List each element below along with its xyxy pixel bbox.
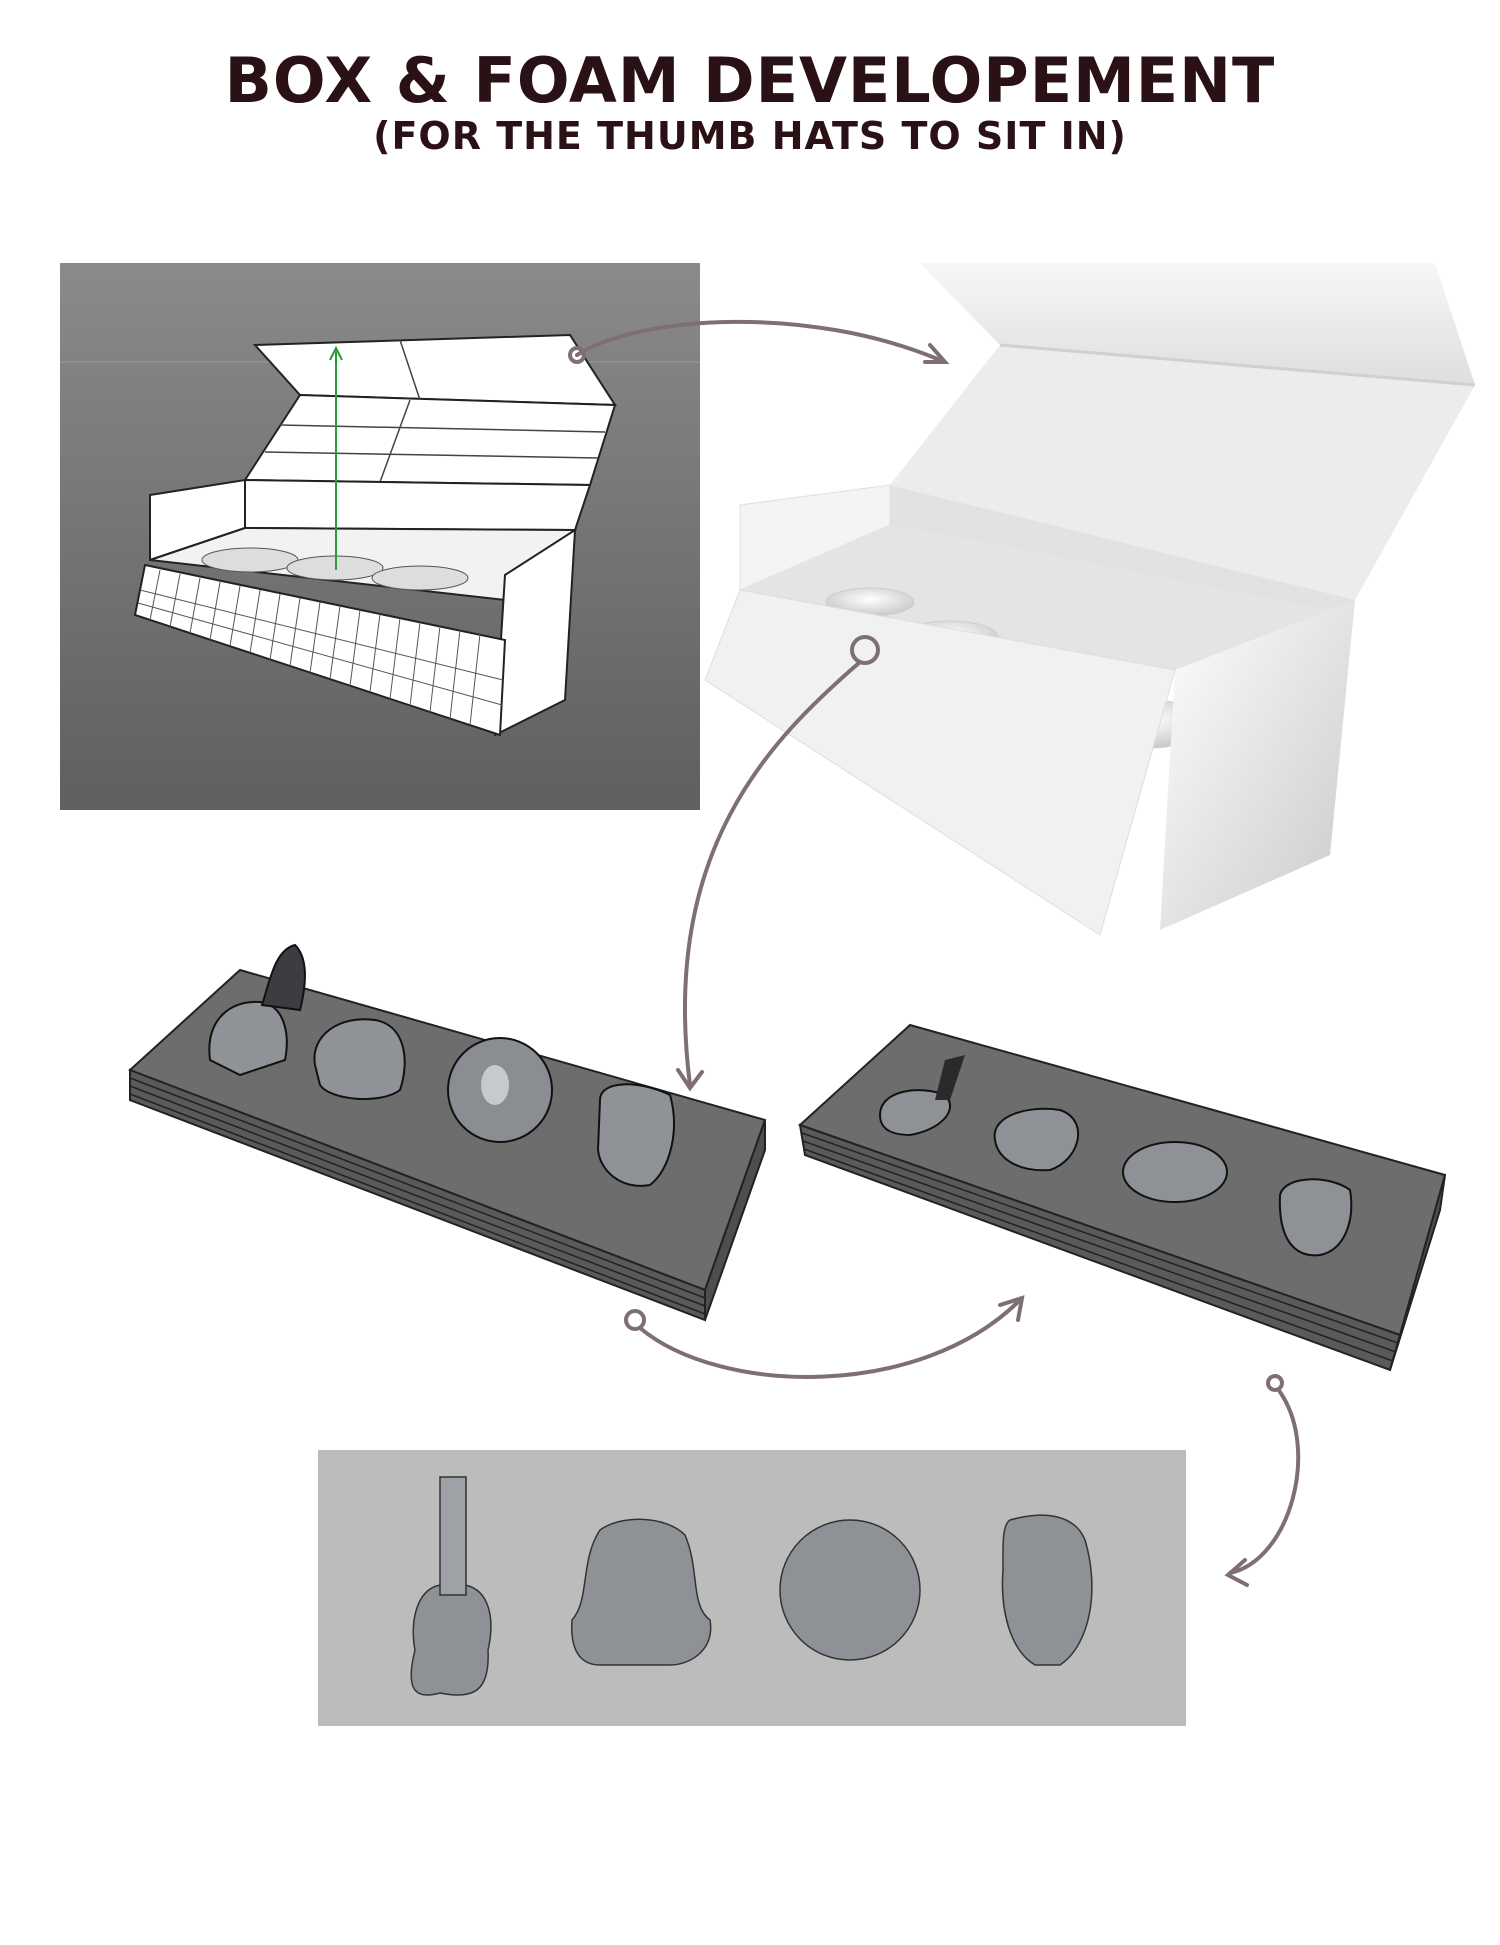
rendered-box-panel: [704, 263, 1476, 936]
wireframe-front-panel: [133, 563, 507, 737]
rendered-box-end: [1160, 600, 1355, 930]
hat-oval: [596, 1083, 675, 1187]
cutout-oval: [1278, 1178, 1353, 1257]
template-shape-round: [779, 1519, 921, 1661]
wireframe-panel: [60, 263, 700, 810]
foam-cutouts-panel: [798, 1023, 1447, 1372]
arrow-foam-cutouts-to-template: [1224, 1374, 1301, 1587]
flow-arrows: [568, 319, 1301, 1587]
template-shape-crested-helmet: [410, 1584, 492, 1696]
arrow-wireframe-to-render: [568, 319, 950, 364]
cut-template-panel: [318, 1450, 1186, 1726]
cutout-round: [1122, 1141, 1228, 1203]
arrow-render-to-foam-hats: [676, 635, 880, 1092]
page-title: BOX & FOAM DEVELOPEMENT: [224, 44, 1276, 117]
cutout-crested-helmet: [878, 1089, 952, 1137]
template-shape-lumpy: [571, 1518, 712, 1666]
rendered-box-lid: [920, 263, 1475, 385]
hat-lumpy: [313, 1018, 406, 1101]
page-subtitle: (FOR THE THUMB HATS TO SIT IN): [373, 114, 1127, 158]
hat-crested-helmet: [208, 1000, 288, 1077]
template-shape-oval: [1001, 1514, 1093, 1666]
arrow-foam-hats-to-foam-cutouts: [624, 1295, 1025, 1379]
rendered-box-front-flap: [704, 589, 1176, 936]
foam-with-hats-panel: [128, 943, 767, 1322]
cutout-lumpy: [993, 1107, 1079, 1172]
